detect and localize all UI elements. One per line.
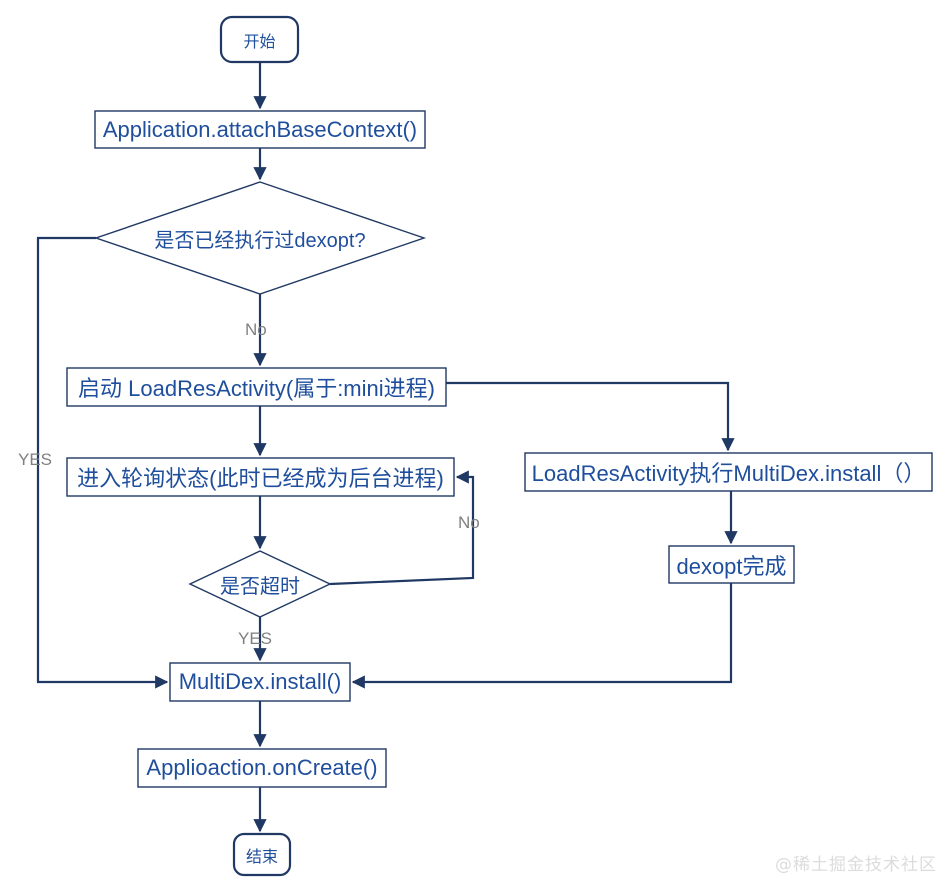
node-startact-shape	[66, 367, 447, 407]
node-attach-shape	[94, 110, 426, 149]
node-loadresmd-shape	[524, 452, 933, 492]
node-dexoptdone-shape	[668, 545, 795, 584]
node-end-shape	[232, 832, 292, 877]
node-decide1-shape	[93, 181, 427, 295]
edge-decide2-no-to-poll	[329, 470, 475, 586]
edge-decide1-yes-to-multidex	[36, 236, 169, 689]
edge-startact-to-loadresmd	[446, 381, 735, 452]
node-poll-shape	[66, 457, 455, 497]
node-start-shape	[219, 15, 300, 64]
node-multidex-shape	[169, 662, 351, 702]
edge-dexoptdone-to-multidex	[351, 583, 733, 689]
node-oncreate-shape	[137, 748, 387, 788]
node-decide2-shape	[188, 550, 332, 618]
